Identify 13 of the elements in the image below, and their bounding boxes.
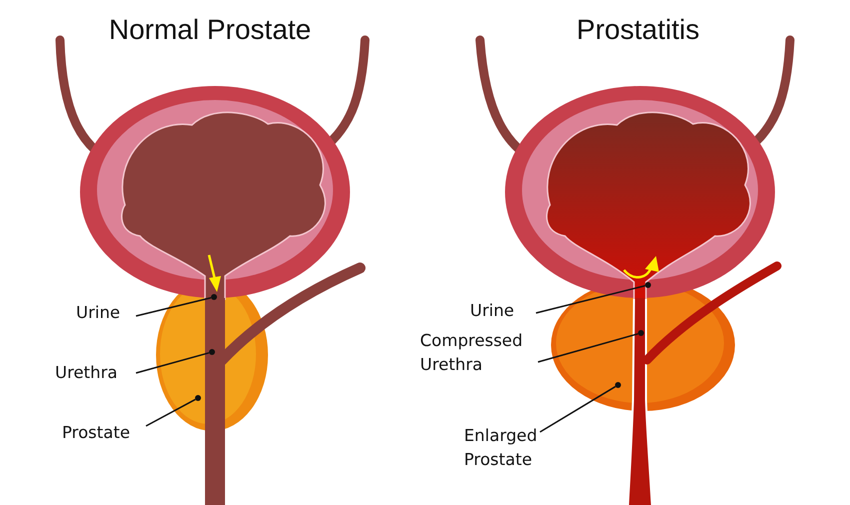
leader-line <box>536 285 646 314</box>
anatomy-label: Prostate <box>62 421 148 445</box>
leader-line <box>136 352 210 374</box>
leader-line <box>136 296 212 317</box>
panel-title: Normal Prostate <box>108 14 312 46</box>
leader-line <box>146 398 196 427</box>
anatomy-label: Compressed Urethra <box>420 329 540 377</box>
panel-title: Prostatitis <box>576 14 700 46</box>
anatomy-label: Urethra <box>55 361 135 385</box>
anatomy-label: Urine <box>470 299 532 323</box>
anatomy-label: Urine <box>76 301 136 325</box>
anatomy-label: Enlarged Prostate <box>464 424 564 472</box>
leader-line <box>540 386 616 433</box>
